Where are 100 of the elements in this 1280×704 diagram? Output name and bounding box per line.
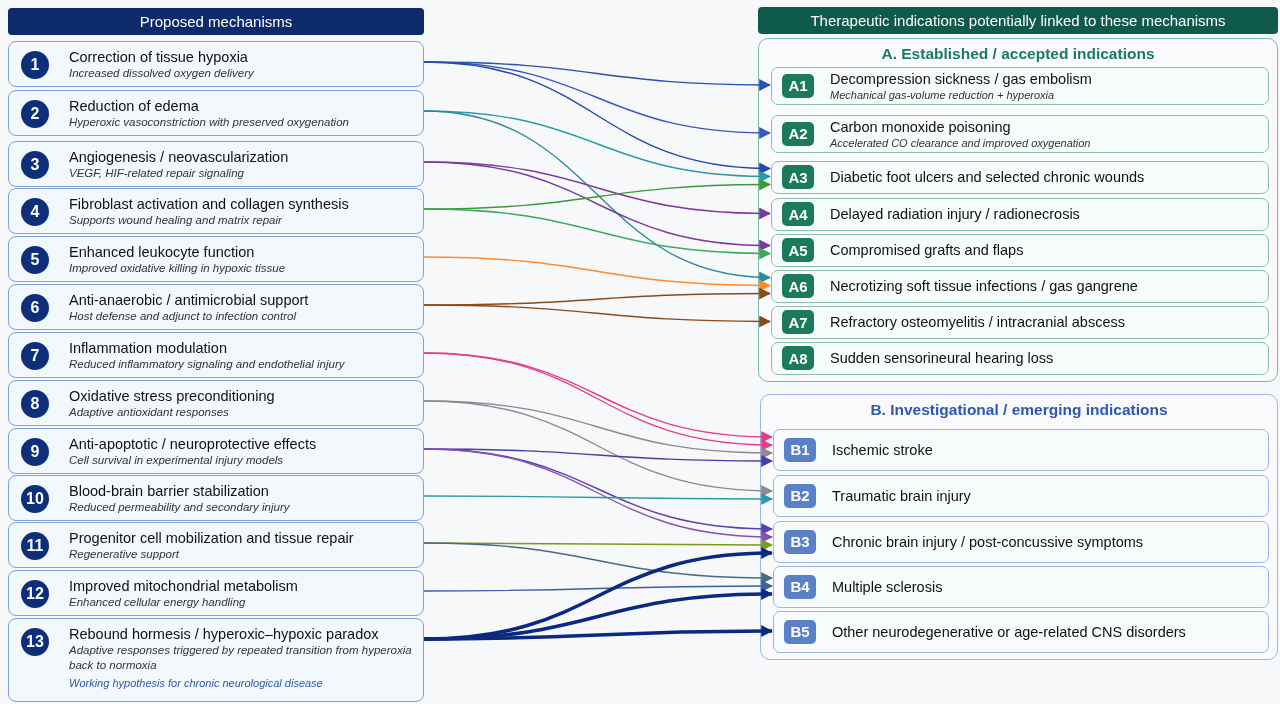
mechanism-description: Cell survival in experimental injury models <box>69 453 285 468</box>
arrow <box>423 256 772 292</box>
indication-description: Accelerated CO clearance and improved oxygenation <box>830 136 1092 151</box>
mechanism-description: Supports wound healing and matrix repair <box>69 213 283 228</box>
mechanism-description: VEGF, HIF-related repair signaling <box>69 166 245 181</box>
number-badge: 8 <box>21 390 49 418</box>
mechanism-description: Reduced permeability and secondary injury <box>69 500 291 515</box>
mechanism-description: Hyperoxic vasoconstriction with preserved oxygenation <box>69 115 350 130</box>
mechanism-title: Correction of tissue hypoxia <box>69 49 249 66</box>
indication-title: Compromised grafts and flaps <box>830 241 1025 260</box>
indication-title: Chronic brain injury / post-concussive symptoms <box>832 532 1145 552</box>
number-badge: 3 <box>21 151 49 179</box>
indication-card <box>771 161 1269 194</box>
code-badge: B3 <box>784 529 816 554</box>
mechanism-card <box>8 284 424 330</box>
mechanism-title: Anti-anaerobic / antimicrobial support <box>69 292 310 309</box>
indication-title: Necrotizing soft tissue infections / gas gangrene <box>830 277 1139 296</box>
code-badge: B2 <box>784 483 816 508</box>
number-badge: 5 <box>21 246 49 274</box>
indication-card <box>773 429 1269 471</box>
code-badge: A1 <box>782 73 814 98</box>
mechanism-card <box>8 188 424 234</box>
number-badge: 9 <box>21 438 49 466</box>
indication-card <box>771 342 1269 375</box>
code-badge: A2 <box>782 121 814 146</box>
code-badge: A4 <box>782 202 814 226</box>
arrow <box>423 580 774 593</box>
indication-card <box>771 115 1269 153</box>
number-badge: 11 <box>21 532 49 560</box>
mechanism-title: Improved mitochondrial metabolism <box>69 578 299 595</box>
code-badge: A5 <box>782 238 814 262</box>
mechanism-card <box>8 141 424 187</box>
number-badge: 6 <box>21 294 49 322</box>
indication-title: Decompression sickness / gas embolism <box>830 71 1093 88</box>
mechanism-description: Improved oxidative killing in hypoxic tissue <box>69 261 287 276</box>
mechanism-description: Adaptive responses triggered by repeated transition from hyperoxia back to normoxia <box>69 643 413 673</box>
indication-title: Refractory osteomyelitis / intracranial abscess <box>830 313 1126 332</box>
code-badge: A6 <box>782 274 814 298</box>
mechanism-title: Progenitor cell mobilization and tissue repair <box>69 530 355 547</box>
arrow <box>423 161 772 252</box>
mechanism-description: Regenerative support <box>69 547 181 562</box>
code-badge: A3 <box>782 165 814 189</box>
code-badge: B1 <box>784 437 816 462</box>
indication-title: Traumatic brain injury <box>832 486 972 506</box>
mechanism-card <box>8 522 424 568</box>
mechanism-card <box>8 90 424 136</box>
code-badge: A8 <box>782 346 814 370</box>
mechanism-card <box>8 236 424 282</box>
mechanism-card <box>8 380 424 426</box>
indication-card <box>771 270 1269 303</box>
mechanism-title: Inflammation modulation <box>69 340 228 357</box>
number-badge: 1 <box>21 51 49 79</box>
mechanism-card <box>8 41 424 87</box>
mechanism-title: Fibroblast activation and collagen synthesis <box>69 196 350 213</box>
mechanism-title: Anti-apoptotic / neuroprotective effects <box>69 436 318 453</box>
indication-title: Multiple sclerosis <box>832 577 944 597</box>
group-panel <box>760 394 1278 660</box>
mechanism-card <box>8 618 424 702</box>
indication-title: Carbon monoxide poisoning <box>830 119 1012 136</box>
group-panel <box>758 38 1278 382</box>
indication-description: Mechanical gas-volume reduction + hyperoxia <box>830 88 1056 103</box>
mechanism-description: Host defense and adjunct to infection control <box>69 309 298 324</box>
mechanism-title: Blood-brain barrier stabilization <box>69 483 270 500</box>
arrow <box>423 304 772 328</box>
indication-card <box>773 475 1269 517</box>
number-badge: 7 <box>21 342 49 370</box>
indication-title: Sudden sensorineural hearing loss <box>830 349 1055 368</box>
mechanism-title: Oxidative stress preconditioning <box>69 388 276 405</box>
mechanism-description: Enhanced cellular energy handling <box>69 595 247 610</box>
indication-card <box>771 306 1269 339</box>
arrow <box>423 110 772 283</box>
indication-title: Delayed radiation injury / radionecrosis <box>830 205 1081 224</box>
arrow <box>424 625 774 641</box>
code-badge: B4 <box>784 574 816 599</box>
group-heading: B. Investigational / emerging indications <box>869 401 1169 419</box>
indication-card <box>771 198 1269 231</box>
mechanism-card <box>8 475 424 521</box>
mechanism-card <box>8 428 424 474</box>
arrow <box>423 542 774 584</box>
indication-card <box>773 566 1269 608</box>
mechanism-title: Reduction of edema <box>69 98 200 115</box>
arrow <box>423 493 774 505</box>
number-badge: 10 <box>21 485 49 513</box>
arrow <box>423 400 774 497</box>
number-badge: 12 <box>21 580 49 608</box>
mechanism-description: Reduced inflammatory signaling and endothelial injury <box>69 357 346 372</box>
code-badge: A7 <box>782 310 814 334</box>
mechanism-title: Enhanced leukocyte function <box>69 244 256 261</box>
arrow <box>423 208 772 260</box>
group-heading: A. Established / accepted indications <box>880 45 1156 63</box>
header-banner: Proposed mechanisms <box>8 8 424 35</box>
header-banner: Therapeutic indications potentially linked to these mechanisms <box>758 7 1278 34</box>
indication-card <box>773 611 1269 653</box>
indication-title: Ischemic stroke <box>832 440 934 460</box>
mechanism-card <box>8 332 424 378</box>
mechanism-description: Adaptive antioxidant responses <box>69 405 230 420</box>
hypothesis-note: Working hypothesis for chronic neurological disease <box>69 676 324 691</box>
indication-card <box>771 234 1269 267</box>
indication-title: Diabetic foot ulcers and selected chronic wounds <box>830 168 1146 187</box>
indication-card <box>773 521 1269 563</box>
